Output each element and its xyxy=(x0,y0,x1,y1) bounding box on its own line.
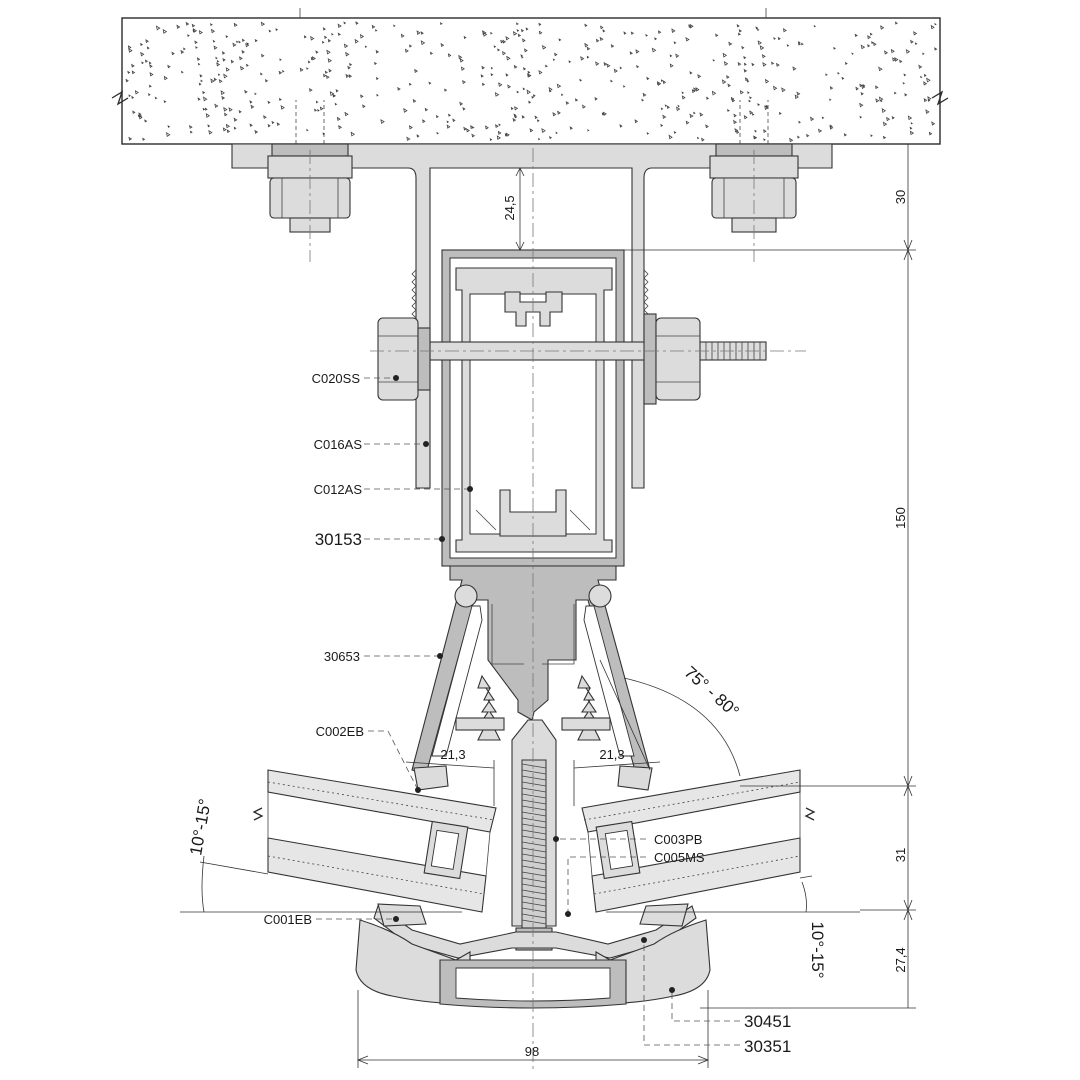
gasket-c002eb xyxy=(413,765,653,791)
dimension-lines xyxy=(180,143,916,1068)
dim-150: 150 xyxy=(893,507,908,529)
label-30351: 30351 xyxy=(744,1037,791,1056)
angle-values: 75° - 80° 10°-15° 10°-15° xyxy=(186,663,827,979)
dim-21-3-left: 21,3 xyxy=(440,747,465,762)
label-c012as: C012AS xyxy=(314,482,363,497)
concrete-slab xyxy=(111,8,949,145)
label-c016as: C016AS xyxy=(314,437,363,452)
screw-left xyxy=(455,674,505,741)
label-c002eb: C002EB xyxy=(316,724,364,739)
label-c020ss: C020SS xyxy=(312,371,361,386)
label-c005ms: C005MS xyxy=(654,850,705,865)
gasket-c001eb xyxy=(377,903,689,927)
dim-98: 98 xyxy=(525,1044,539,1059)
label-30153: 30153 xyxy=(315,530,362,549)
dim-27-4: 27,4 xyxy=(893,947,908,972)
screw-right xyxy=(561,674,611,741)
dim-31: 31 xyxy=(893,848,908,862)
anchor-bolt-left xyxy=(267,100,353,233)
profile-30653 xyxy=(411,565,651,775)
pressure-plate-30351 xyxy=(373,905,697,959)
centre-lines xyxy=(309,148,806,1072)
part-labels: C020SS C016AS C012AS 30153 30653 C002EB … xyxy=(264,371,792,1056)
pressure-bolt-c003pb xyxy=(511,719,557,951)
dimension-values: 24,5 30 150 21,3 21,3 31 27,4 98 xyxy=(440,190,908,1059)
label-c001eb: C001EB xyxy=(264,912,312,927)
angle-75-80: 75° - 80° xyxy=(681,663,743,722)
cover-cap-30451 xyxy=(355,919,711,1009)
dim-30: 30 xyxy=(893,190,908,204)
label-c003pb: C003PB xyxy=(654,832,702,847)
angle-10-15-left: 10°-15° xyxy=(186,797,215,857)
glass-panel-left xyxy=(252,769,497,913)
angle-10-15-right: 10°-15° xyxy=(808,921,827,978)
dim-21-3-right: 21,3 xyxy=(599,747,624,762)
label-30451: 30451 xyxy=(744,1012,791,1031)
label-30653: 30653 xyxy=(324,649,360,664)
dim-24-5: 24,5 xyxy=(502,195,517,220)
glass-panel-right xyxy=(581,769,816,913)
leader-lines xyxy=(316,375,740,1046)
